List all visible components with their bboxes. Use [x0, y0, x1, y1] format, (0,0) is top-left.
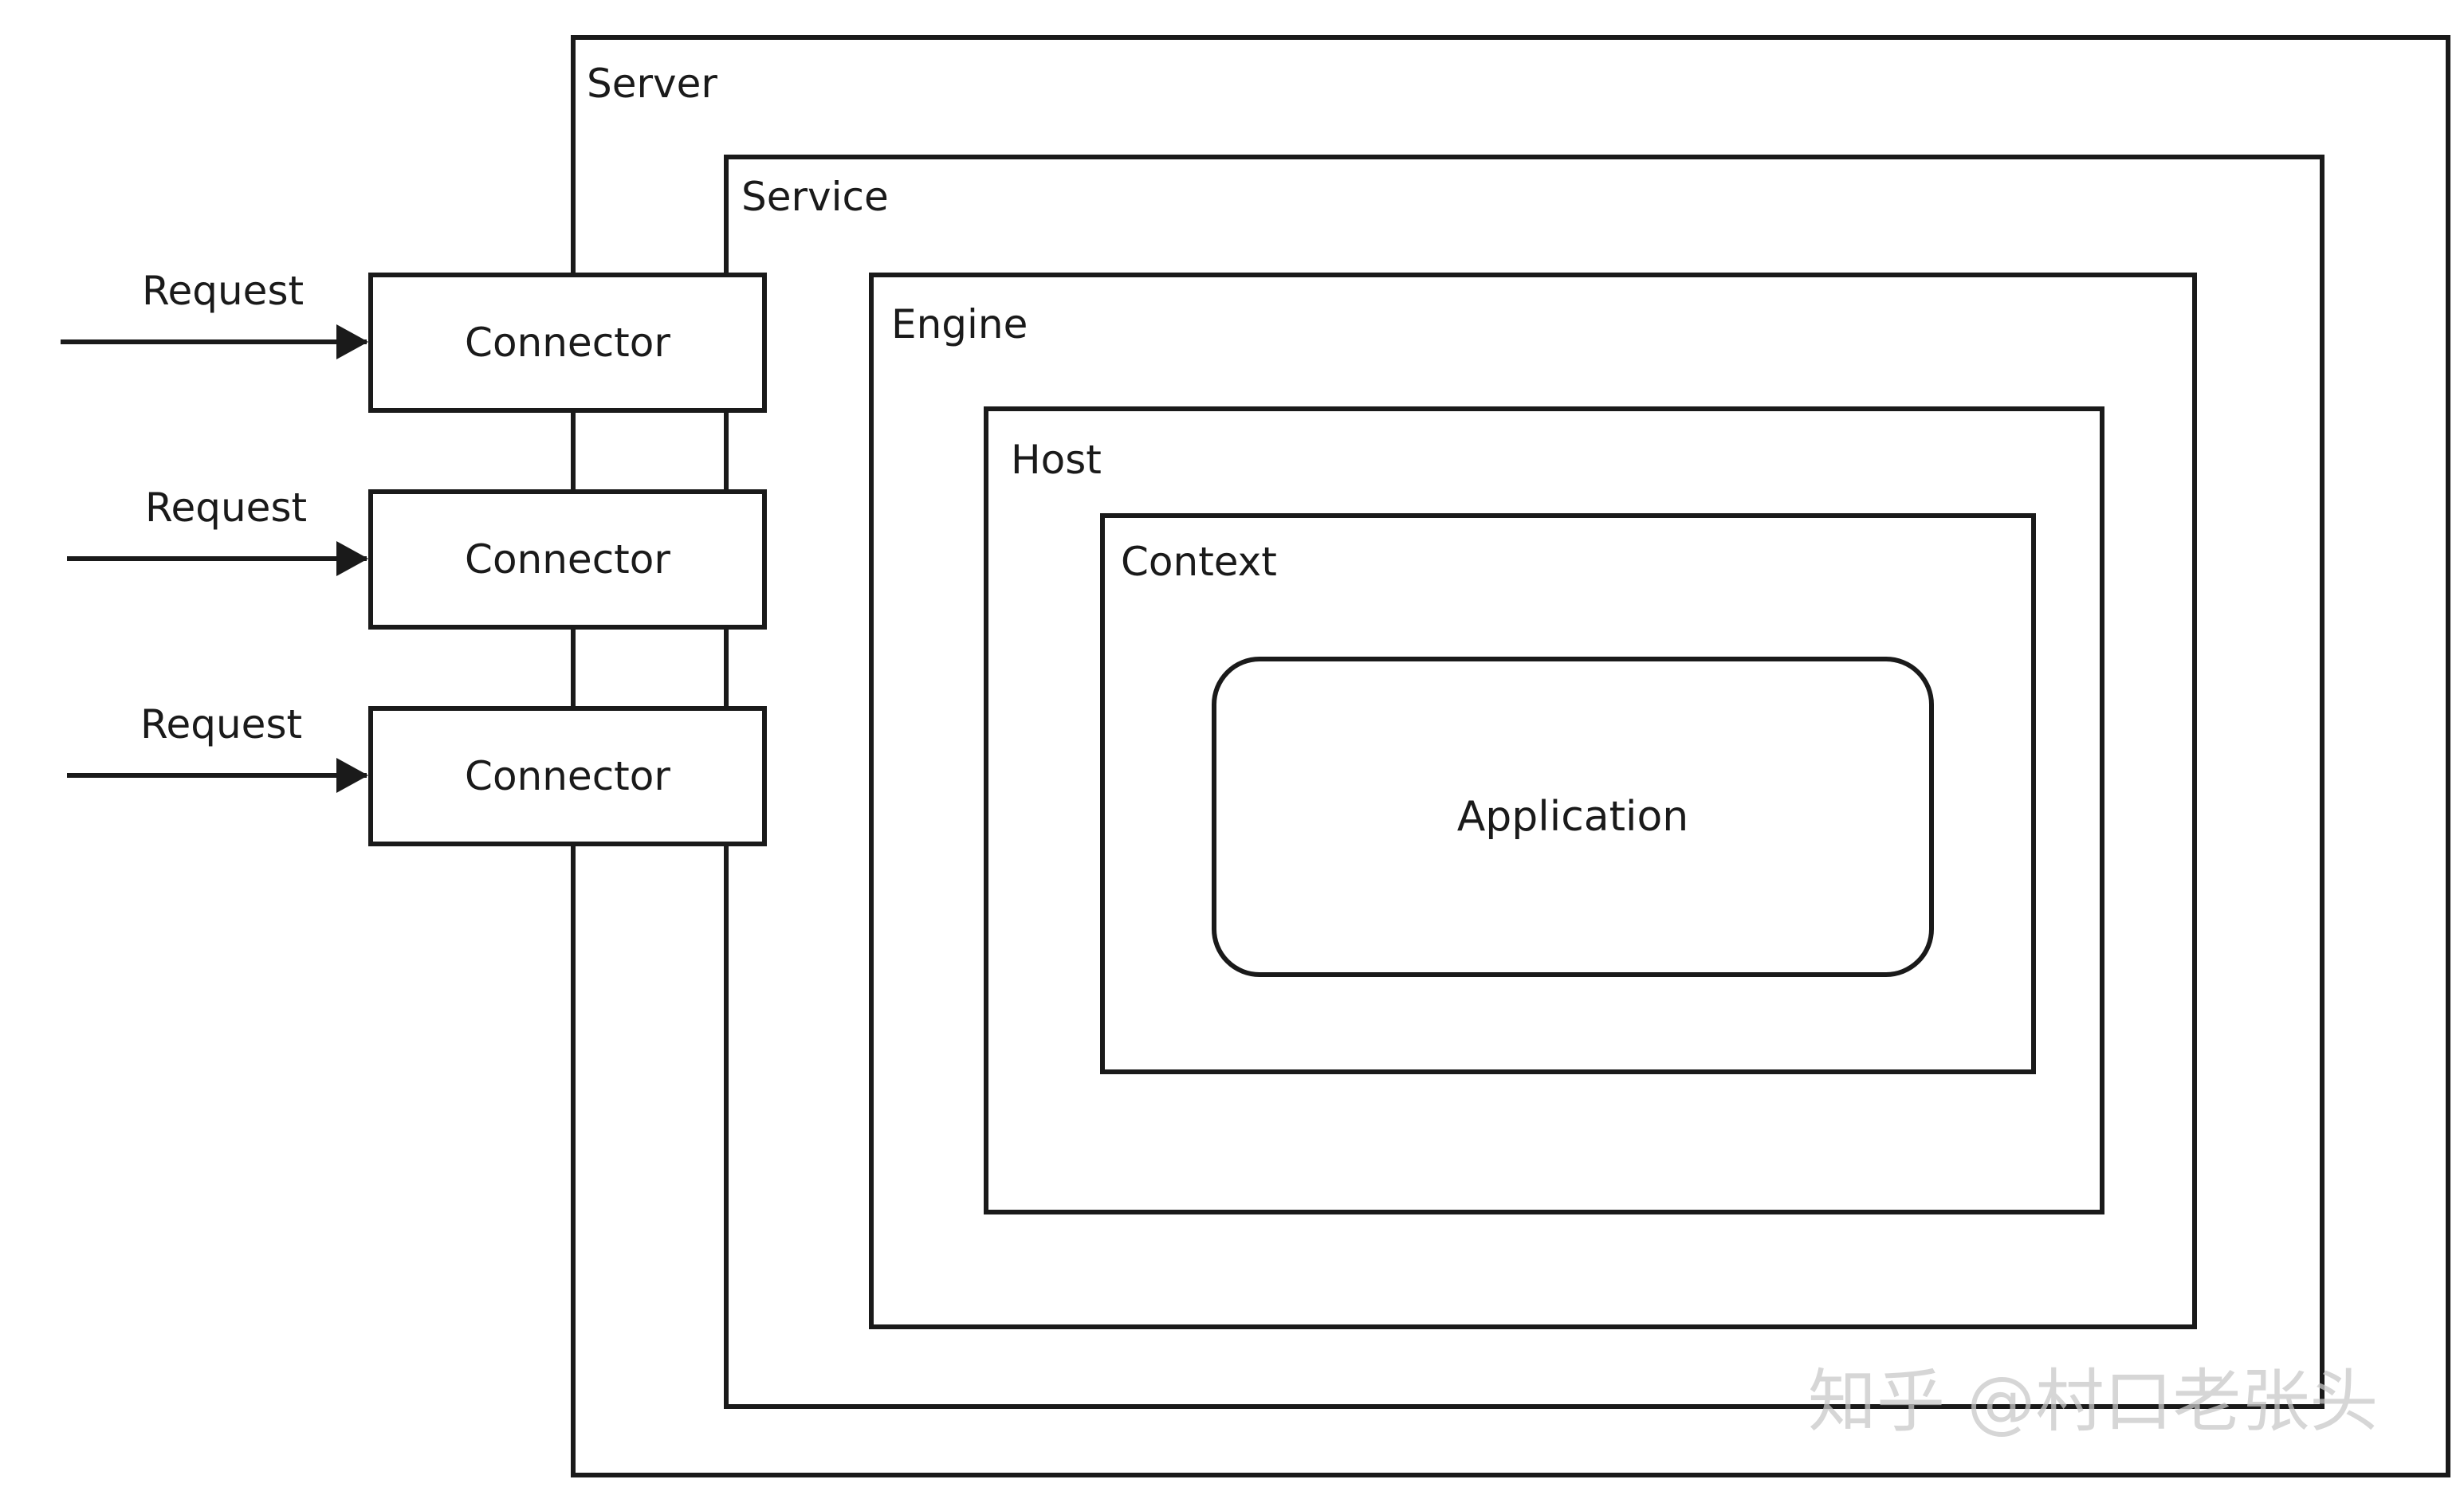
- request-arrow-1: [61, 339, 367, 344]
- server-label: Server: [587, 61, 717, 107]
- watermark: 知乎 @村口老张头: [1808, 1362, 2379, 1442]
- application-label: Application: [1456, 793, 1689, 841]
- connector-label-1: Connector: [465, 320, 670, 366]
- request-arrow-head-2: [336, 541, 368, 576]
- request-label-2: Request: [145, 485, 308, 531]
- request-label-3: Request: [140, 701, 303, 748]
- host-label: Host: [1011, 437, 1102, 483]
- connector-box-3: Connector: [368, 706, 767, 846]
- application-box: Application: [1212, 657, 1934, 977]
- connector-box-2: Connector: [368, 489, 767, 630]
- request-label-1: Request: [142, 268, 305, 314]
- request-arrow-2: [67, 556, 367, 561]
- request-arrow-head-1: [336, 324, 368, 359]
- engine-label: Engine: [891, 301, 1028, 347]
- request-arrow-head-3: [336, 758, 368, 793]
- service-label: Service: [741, 174, 889, 220]
- context-label: Context: [1121, 539, 1277, 585]
- connector-label-2: Connector: [465, 536, 670, 583]
- connector-box-1: Connector: [368, 273, 767, 413]
- connector-label-3: Connector: [465, 753, 670, 799]
- request-arrow-3: [67, 773, 367, 778]
